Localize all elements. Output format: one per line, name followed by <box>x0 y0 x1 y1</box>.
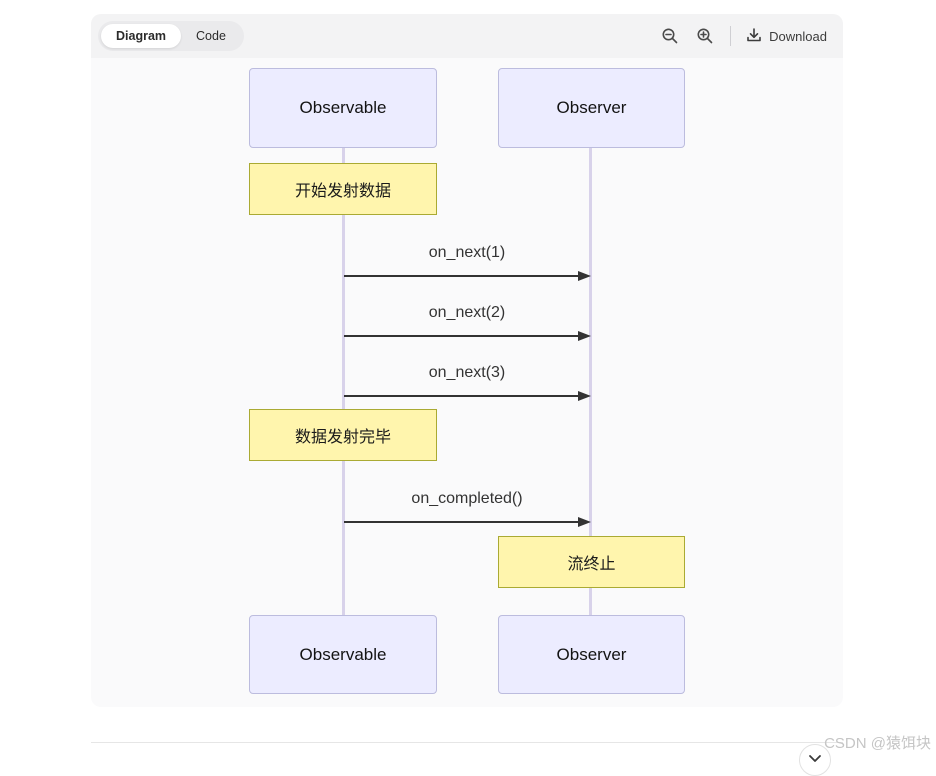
watermark: CSDN @猿饵块 <box>824 735 931 752</box>
participant-label: Observable <box>299 644 387 664</box>
zoom-in-button[interactable] <box>695 26 715 46</box>
zoom-in-icon <box>696 27 714 45</box>
download-icon <box>746 27 762 46</box>
message-arrow <box>344 391 591 401</box>
participant-observer-bottom: Observer <box>498 615 685 694</box>
tab-diagram[interactable]: Diagram <box>101 24 182 48</box>
tab-group: Diagram Code <box>98 21 244 51</box>
lifeline-observable <box>342 148 345 615</box>
message-label-on-next-3: on_next(3) <box>428 364 506 381</box>
diagram-card: Diagram Code <box>91 14 843 707</box>
message-label-on-next-1: on_next(1) <box>428 244 506 261</box>
participant-observer-top: Observer <box>498 68 685 148</box>
note-label: 数据发射完毕 <box>294 429 391 446</box>
note-stream-terminated: 流终止 <box>498 536 685 588</box>
zoom-out-button[interactable] <box>660 26 680 46</box>
message-arrow <box>344 517 591 527</box>
download-label: Download <box>769 28 827 44</box>
participant-label: Observable <box>299 98 387 117</box>
participant-label: Observer <box>556 98 627 117</box>
participant-label: Observer <box>556 644 627 664</box>
toolbar: Diagram Code <box>91 14 843 58</box>
footer-divider <box>91 742 843 743</box>
message-label-on-next-2: on_next(2) <box>428 304 506 321</box>
message-label-on-completed: on_completed() <box>411 490 523 507</box>
lifeline-observer <box>589 148 592 615</box>
message-arrow <box>344 331 591 341</box>
chevron-down-icon <box>808 751 822 769</box>
download-button[interactable]: Download <box>746 27 827 46</box>
note-start-emitting: 开始发射数据 <box>249 163 437 215</box>
toolbar-divider <box>730 26 732 46</box>
toolbar-actions: Download <box>660 26 827 46</box>
note-emission-complete: 数据发射完毕 <box>249 409 437 461</box>
message-arrow <box>344 271 591 281</box>
participant-observable-bottom: Observable <box>249 615 437 694</box>
note-label: 流终止 <box>567 556 616 573</box>
participant-observable-top: Observable <box>249 68 437 148</box>
tab-code[interactable]: Code <box>196 29 226 43</box>
zoom-out-icon <box>661 27 679 45</box>
note-label: 开始发射数据 <box>294 183 391 200</box>
